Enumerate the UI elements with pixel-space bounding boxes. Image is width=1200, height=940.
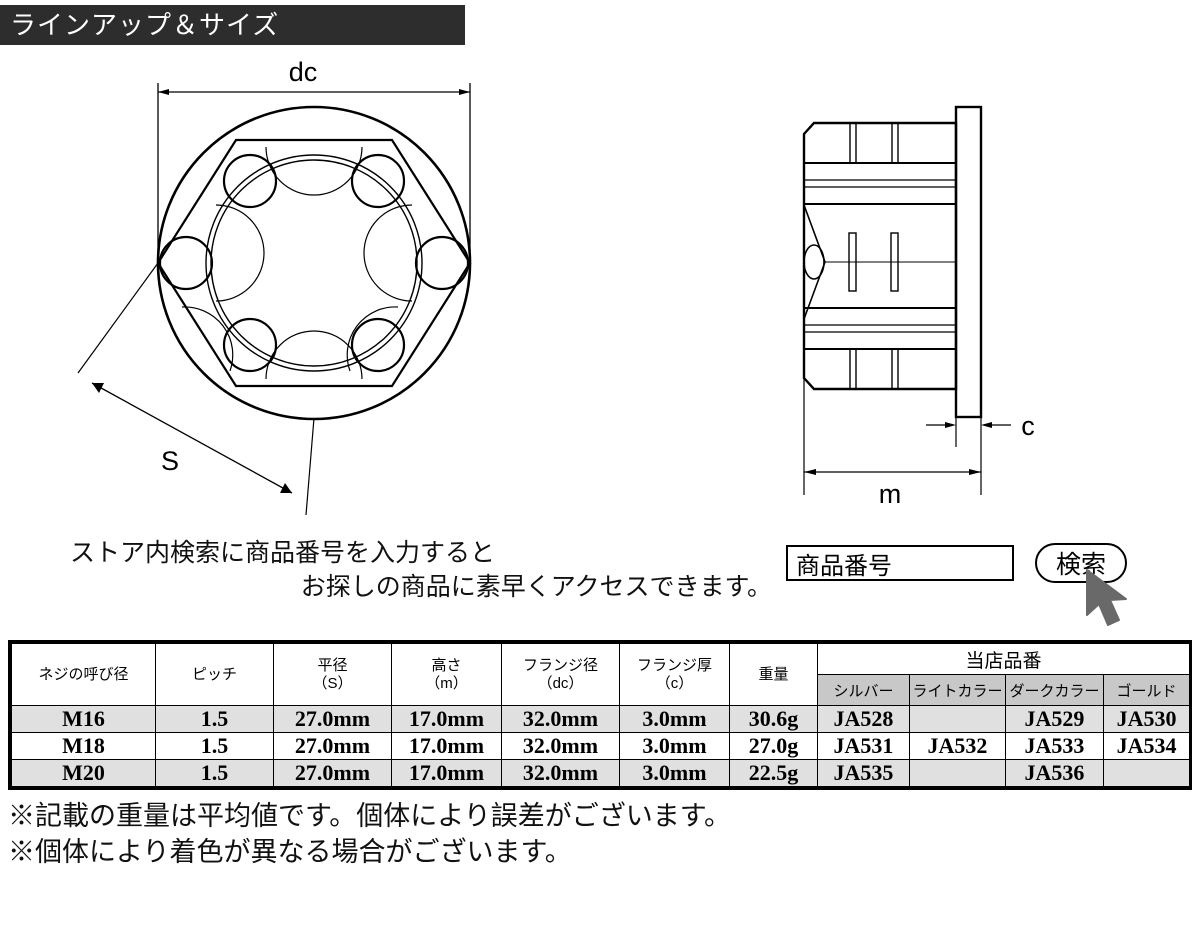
instruction-line-2: お探しの商品に素早くアクセスできます。 [300,573,772,601]
footnotes: ※記載の重量は平均値です。個体により誤差がございます。 ※個体により着色が異なる… [8,798,908,871]
search-input[interactable]: 商品番号 [786,545,1014,581]
footnote-1: ※記載の重量は平均値です。個体により誤差がございます。 [8,801,732,831]
col-header-flange-thickness-main: フランジ厚 [636,657,712,675]
side-view-svg: c m [802,105,1035,509]
col-header-flat-diameter: 平径 （S） [273,643,392,706]
col-header-part-number-group: 当店品番 [816,643,1191,675]
dimension-label-m: m [879,479,902,509]
cell-thread-size: M16 [11,705,156,733]
page-title: ラインアップ＆サイズ [10,10,280,40]
cell-flange-thickness: 3.0mm [619,732,730,760]
instruction-text: ストア内検索に商品番号を入力すると お探しの商品に素早くアクセスできます。 [62,537,782,605]
col-header-height-main: 高さ [431,657,462,675]
cell-part-silver: JA531 [817,732,910,760]
cell-flange-diameter: 32.0mm [501,759,620,787]
specification-table: ネジの呼び径 ピッチ 平径 （S） 高さ （m） フランジ径 （dc） フランジ… [8,640,1192,790]
cell-part-light: JA532 [909,732,1006,760]
dimension-label-s: S [161,446,179,476]
cell-part-gold: JA530 [1102,705,1191,733]
cell-part-gold [1102,759,1191,787]
cell-part-dark: JA536 [1005,759,1104,787]
table-row: M16 1.5 27.0mm 17.0mm 32.0mm 3.0mm 30.6g… [11,705,1191,733]
col-header-flat-diameter-main: 平径 [317,657,348,675]
col-header-height: 高さ （m） [391,643,502,706]
footnote-2: ※個体により着色が異なる場合がございます。 [8,837,572,868]
search-button-label: 検索 [1055,551,1106,579]
cell-flat-diameter: 27.0mm [273,732,392,760]
cell-flange-diameter: 32.0mm [501,705,620,733]
cell-pitch: 1.5 [155,705,274,733]
cell-pitch: 1.5 [155,759,274,787]
col-header-flange-diameter-main: フランジ径 [522,657,598,675]
col-header-color-dark: ダークカラー [1005,674,1104,706]
cell-flange-thickness: 3.0mm [619,705,730,733]
cell-flange-diameter: 32.0mm [501,732,620,760]
col-header-color-gold: ゴールド [1102,674,1191,706]
cell-weight: 30.6g [729,705,818,733]
cell-part-dark: JA533 [1005,732,1104,760]
col-header-color-silver: シルバー [817,674,910,706]
instruction-line-1: ストア内検索に商品番号を入力すると [70,540,496,567]
top-view-svg: dc S [77,57,472,516]
search-button[interactable]: 検索 [1035,543,1127,583]
mouse-pointer-icon [1085,568,1141,630]
col-header-flange-diameter: フランジ径 （dc） [501,643,620,706]
table-header-row-2: シルバー ライトカラー ダークカラー ゴールド [12,674,1191,706]
cell-part-light [909,759,1006,787]
col-header-flat-diameter-sub: （S） [312,674,353,692]
table-row: M18 1.5 27.0mm 17.0mm 32.0mm 3.0mm 27.0g… [11,732,1191,760]
top-view-drawing: dc S [60,55,530,525]
cell-weight: 22.5g [729,759,818,787]
cell-part-silver: JA535 [817,759,910,787]
cell-part-dark: JA529 [1005,705,1104,733]
cell-thread-size: M18 [11,732,156,760]
side-view-drawing: c m [770,95,1100,525]
spec-table: ネジの呼び径 ピッチ 平径 （S） 高さ （m） フランジ径 （dc） フランジ… [11,643,1191,787]
col-header-color-light: ライトカラー [909,674,1006,706]
cell-flat-diameter: 27.0mm [273,759,392,787]
col-header-pitch: ピッチ [155,643,274,706]
search-input-value: 商品番号 [796,552,892,580]
dimension-label-dc: dc [289,57,318,87]
cell-height: 17.0mm [391,732,502,760]
cell-pitch: 1.5 [155,732,274,760]
col-header-thread-size: ネジの呼び径 [11,643,156,706]
col-header-weight: 重量 [729,643,818,706]
cell-weight: 27.0g [729,732,818,760]
cell-flange-thickness: 3.0mm [619,759,730,787]
col-header-height-sub: （m） [425,674,468,692]
cursor-arrow-icon [1086,569,1127,626]
cell-part-light [909,705,1006,733]
cell-part-gold: JA534 [1102,732,1191,760]
table-row: M20 1.5 27.0mm 17.0mm 32.0mm 3.0mm 22.5g… [11,759,1191,787]
cell-height: 17.0mm [391,705,502,733]
cell-part-silver: JA528 [817,705,910,733]
cell-thread-size: M20 [11,759,156,787]
section-title-banner: ラインアップ＆サイズ [0,5,465,45]
cell-flat-diameter: 27.0mm [273,705,392,733]
dimension-label-c: c [1021,411,1035,441]
table-header-row-1: ネジの呼び径 ピッチ 平径 （S） 高さ （m） フランジ径 （dc） フランジ… [11,643,1191,706]
col-header-flange-thickness-sub: （c） [655,674,694,692]
cell-height: 17.0mm [391,759,502,787]
col-header-flange-diameter-sub: （dc） [537,674,584,692]
col-header-flange-thickness: フランジ厚 （c） [619,643,730,706]
